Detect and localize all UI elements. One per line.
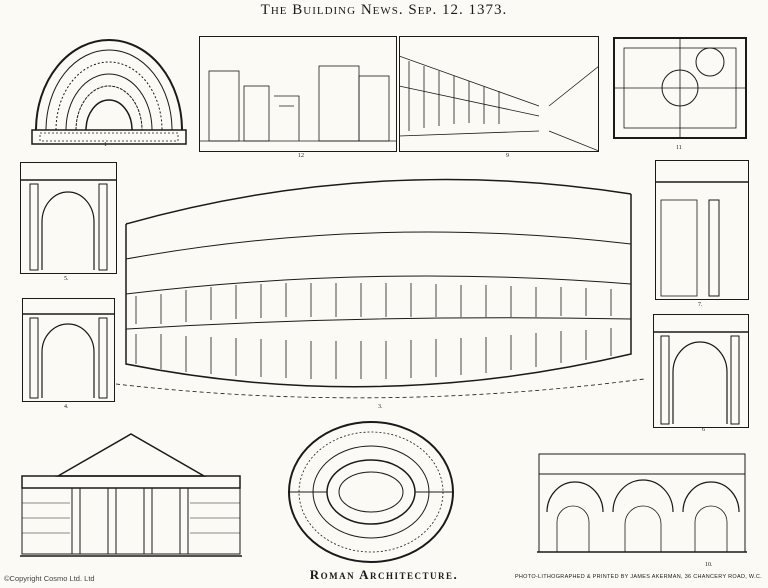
forum-perspective-drawing xyxy=(199,36,397,152)
figure-label-7: 7. xyxy=(698,302,703,308)
figure-label-10: 10. xyxy=(705,562,713,568)
arch-elevation-drawing-6 xyxy=(653,314,749,428)
figure-label-3: 3. xyxy=(378,404,383,410)
temple-facade-drawing xyxy=(20,428,242,561)
figure-label-11: 11 xyxy=(676,145,682,151)
figure-label-12: 12 xyxy=(298,153,304,159)
baths-plan-drawing xyxy=(610,32,750,144)
amphitheatre-plan-drawing xyxy=(287,420,455,565)
page-header: The Building News. Sep. 12. 1373. xyxy=(260,2,508,18)
colonnade-street-drawing xyxy=(399,36,599,152)
copyright-notice: ©Copyright Cosmo Ltd. Ltd xyxy=(4,574,95,583)
printer-credit: PHOTO-LITHOGRAPHED & PRINTED BY JAMES AK… xyxy=(514,574,762,580)
figure-label-6: 6 xyxy=(702,427,705,433)
figure-label-5: 5. xyxy=(64,276,69,282)
theatre-plan-drawing xyxy=(28,18,190,148)
baths-section-drawing xyxy=(537,452,747,562)
figure-label-1: 1 xyxy=(104,142,107,148)
arch-elevation-drawing-4 xyxy=(22,298,115,402)
arch-elevation-drawing-5 xyxy=(20,162,117,274)
figure-label-9: 9 xyxy=(506,153,509,159)
figure-label-4: 4. xyxy=(64,404,69,410)
colosseum-elevation-drawing xyxy=(116,164,644,412)
plate-title: Roman Architecture. xyxy=(309,567,459,582)
elevation-drawing-7 xyxy=(655,160,749,300)
